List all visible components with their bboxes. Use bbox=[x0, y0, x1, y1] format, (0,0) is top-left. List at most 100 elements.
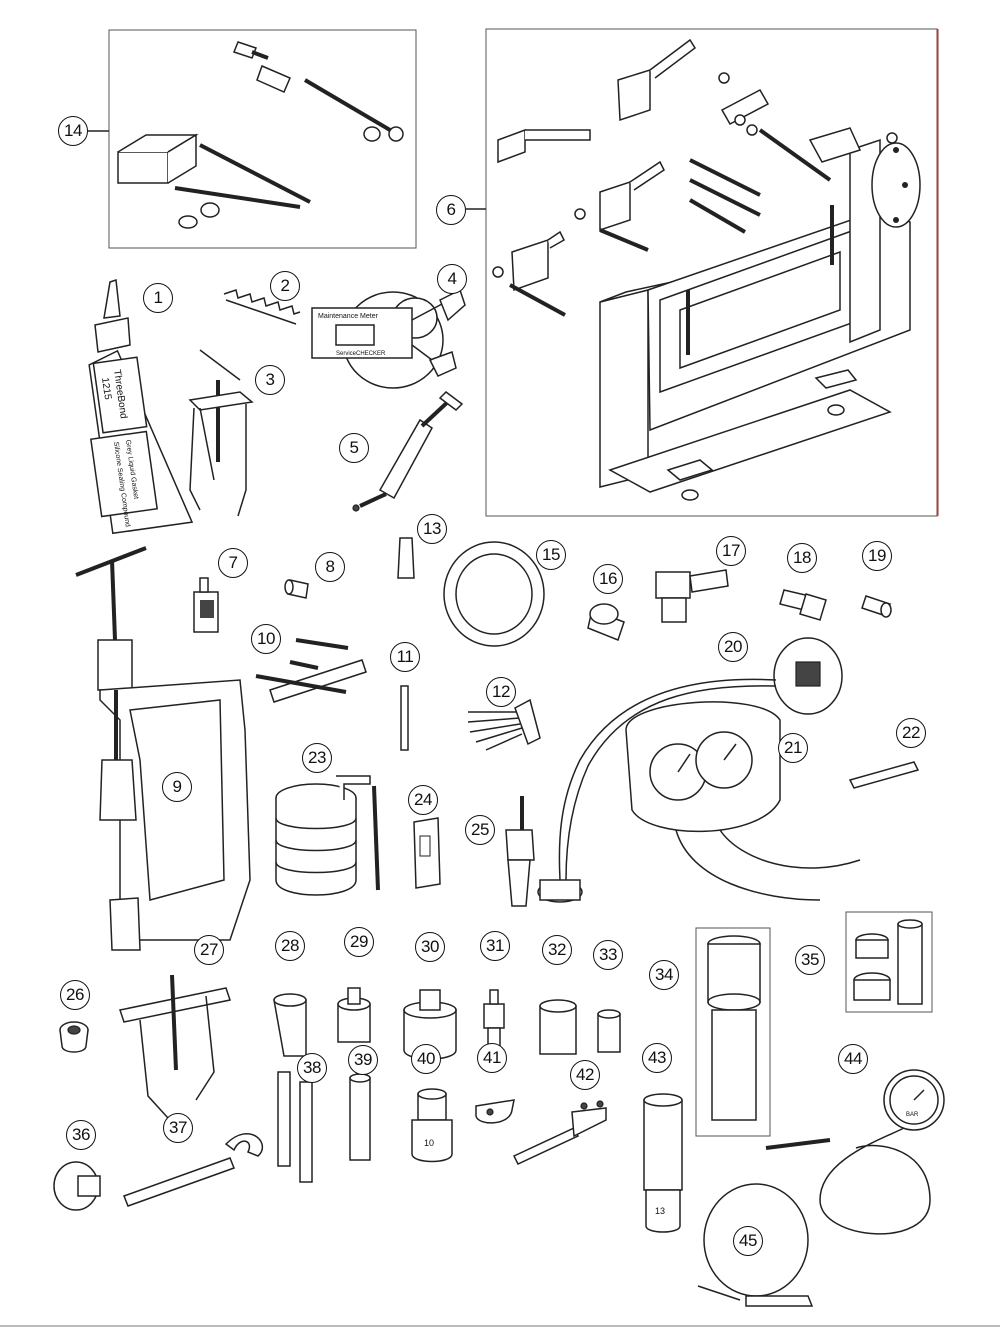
callout-34: 34 bbox=[649, 960, 679, 990]
tool-7-bottle bbox=[193, 577, 219, 633]
tool-37-hook-wrench bbox=[123, 1132, 264, 1207]
tool-19-plug bbox=[861, 595, 892, 618]
callout-27-label: 27 bbox=[200, 940, 218, 959]
callout-11-label: 11 bbox=[396, 647, 414, 666]
tool-17-fitting bbox=[655, 569, 729, 623]
callout-12: 12 bbox=[486, 677, 516, 707]
callout-44-label: 44 bbox=[844, 1049, 862, 1068]
tool-40-socket: 10 bbox=[411, 1088, 453, 1163]
callout-9: 9 bbox=[162, 772, 192, 802]
callout-8-label: 8 bbox=[325, 557, 335, 576]
callout-15-label: 15 bbox=[542, 545, 560, 564]
callout-36-label: 36 bbox=[72, 1125, 90, 1144]
tool-41-tab bbox=[475, 1099, 515, 1124]
callout-39: 39 bbox=[348, 1045, 378, 1075]
callout-25: 25 bbox=[465, 815, 495, 845]
callout-16-label: 16 bbox=[599, 569, 617, 588]
callout-22-label: 22 bbox=[902, 723, 920, 742]
callout-35-label: 35 bbox=[801, 950, 819, 969]
tool-35-bushings bbox=[845, 911, 933, 1013]
callout-13-label: 13 bbox=[423, 519, 441, 538]
callout-32: 32 bbox=[542, 935, 572, 965]
tool-45-hose bbox=[697, 1183, 814, 1307]
socket-13-label: 13 bbox=[655, 1206, 665, 1216]
callout-9-label: 9 bbox=[172, 777, 182, 796]
callout-10: 10 bbox=[251, 624, 281, 654]
callout-30-label: 30 bbox=[421, 937, 439, 956]
callout-29: 29 bbox=[344, 927, 374, 957]
callout-38: 38 bbox=[297, 1053, 327, 1083]
socket-10-label: 10 bbox=[424, 1138, 434, 1148]
tool-20-21-compression-tester bbox=[537, 637, 861, 903]
callout-41: 41 bbox=[477, 1043, 507, 1073]
callout-6: 6 bbox=[436, 195, 466, 225]
tool-16-cap bbox=[587, 603, 625, 641]
callout-6-label: 6 bbox=[446, 200, 456, 219]
callout-29-label: 29 bbox=[350, 932, 368, 951]
callout-33-label: 33 bbox=[599, 945, 617, 964]
callout-43-label: 43 bbox=[648, 1048, 666, 1067]
callout-21: 21 bbox=[778, 733, 808, 763]
callout-22: 22 bbox=[896, 718, 926, 748]
tool-13-insert bbox=[397, 537, 415, 579]
callout-24-label: 24 bbox=[414, 790, 432, 809]
callout-38-label: 38 bbox=[303, 1058, 321, 1077]
tool-10-puller-plate bbox=[255, 638, 367, 703]
tool-2-spring bbox=[223, 289, 301, 325]
callout-30: 30 bbox=[415, 932, 445, 962]
tool-11-pin bbox=[400, 685, 409, 751]
meter-title: Maintenance Meter bbox=[318, 313, 379, 320]
callout-36: 36 bbox=[66, 1120, 96, 1150]
callout-33: 33 bbox=[593, 940, 623, 970]
tool-1-sealant-tube: ThreeBond 1215 Grey Liquid Gasket Silico… bbox=[88, 278, 194, 535]
tool-35-frame bbox=[845, 911, 933, 1013]
callout-14-label: 14 bbox=[64, 121, 82, 140]
meter-footer: ServiceCHECKER bbox=[336, 351, 386, 357]
callout-28: 28 bbox=[275, 931, 305, 961]
tool-29-drift bbox=[337, 987, 371, 1043]
callout-31-label: 31 bbox=[486, 936, 504, 955]
callout-14: 14 bbox=[58, 116, 88, 146]
callout-12-label: 12 bbox=[492, 682, 510, 701]
tool-32-sleeve bbox=[539, 999, 577, 1055]
callout-19-label: 19 bbox=[868, 546, 886, 565]
tool-31-drift bbox=[483, 989, 505, 1049]
callout-34-label: 34 bbox=[655, 965, 673, 984]
tool-34-frame bbox=[695, 927, 771, 1137]
callout-37: 37 bbox=[163, 1113, 193, 1143]
callout-41-label: 41 bbox=[483, 1048, 501, 1067]
tool-34-bearing-set bbox=[695, 927, 771, 1137]
tool-12-hex-keys bbox=[467, 698, 541, 751]
callout-21-label: 21 bbox=[784, 738, 802, 757]
callout-7-label: 7 bbox=[228, 553, 238, 572]
tool-42-pin-wrench bbox=[512, 1100, 607, 1165]
tool-38-studs bbox=[277, 1071, 313, 1183]
tool-5-syringe bbox=[352, 391, 464, 512]
tool-8-adapter bbox=[284, 579, 309, 599]
callout-4-label: 4 bbox=[447, 269, 457, 288]
tool-23-ring-compressor bbox=[275, 775, 380, 896]
callout-37-label: 37 bbox=[169, 1118, 187, 1137]
callout-5: 5 bbox=[339, 433, 369, 463]
tool-39-sleeve bbox=[349, 1073, 371, 1161]
callout-11: 11 bbox=[390, 642, 420, 672]
tube-number: 1215 bbox=[99, 377, 113, 401]
tool-6-engine-stand bbox=[492, 38, 921, 501]
callout-42: 42 bbox=[570, 1060, 600, 1090]
callout-44: 44 bbox=[838, 1044, 868, 1074]
callout-27: 27 bbox=[194, 935, 224, 965]
callout-45: 45 bbox=[733, 1226, 763, 1256]
callout-39-label: 39 bbox=[354, 1050, 372, 1069]
callout-32-label: 32 bbox=[548, 940, 566, 959]
tool-25-slide-hammer bbox=[505, 796, 535, 907]
callout-28-label: 28 bbox=[281, 936, 299, 955]
callout-45-label: 45 bbox=[739, 1231, 757, 1250]
tool-15-holder-ring bbox=[443, 541, 545, 647]
callout-35: 35 bbox=[795, 945, 825, 975]
callout-43: 43 bbox=[642, 1043, 672, 1073]
tool-44-pressure-gauge: BAR bbox=[765, 1069, 945, 1235]
tool-22-feeler-strip bbox=[848, 761, 920, 789]
tool-24-gauge-plate bbox=[413, 817, 441, 889]
